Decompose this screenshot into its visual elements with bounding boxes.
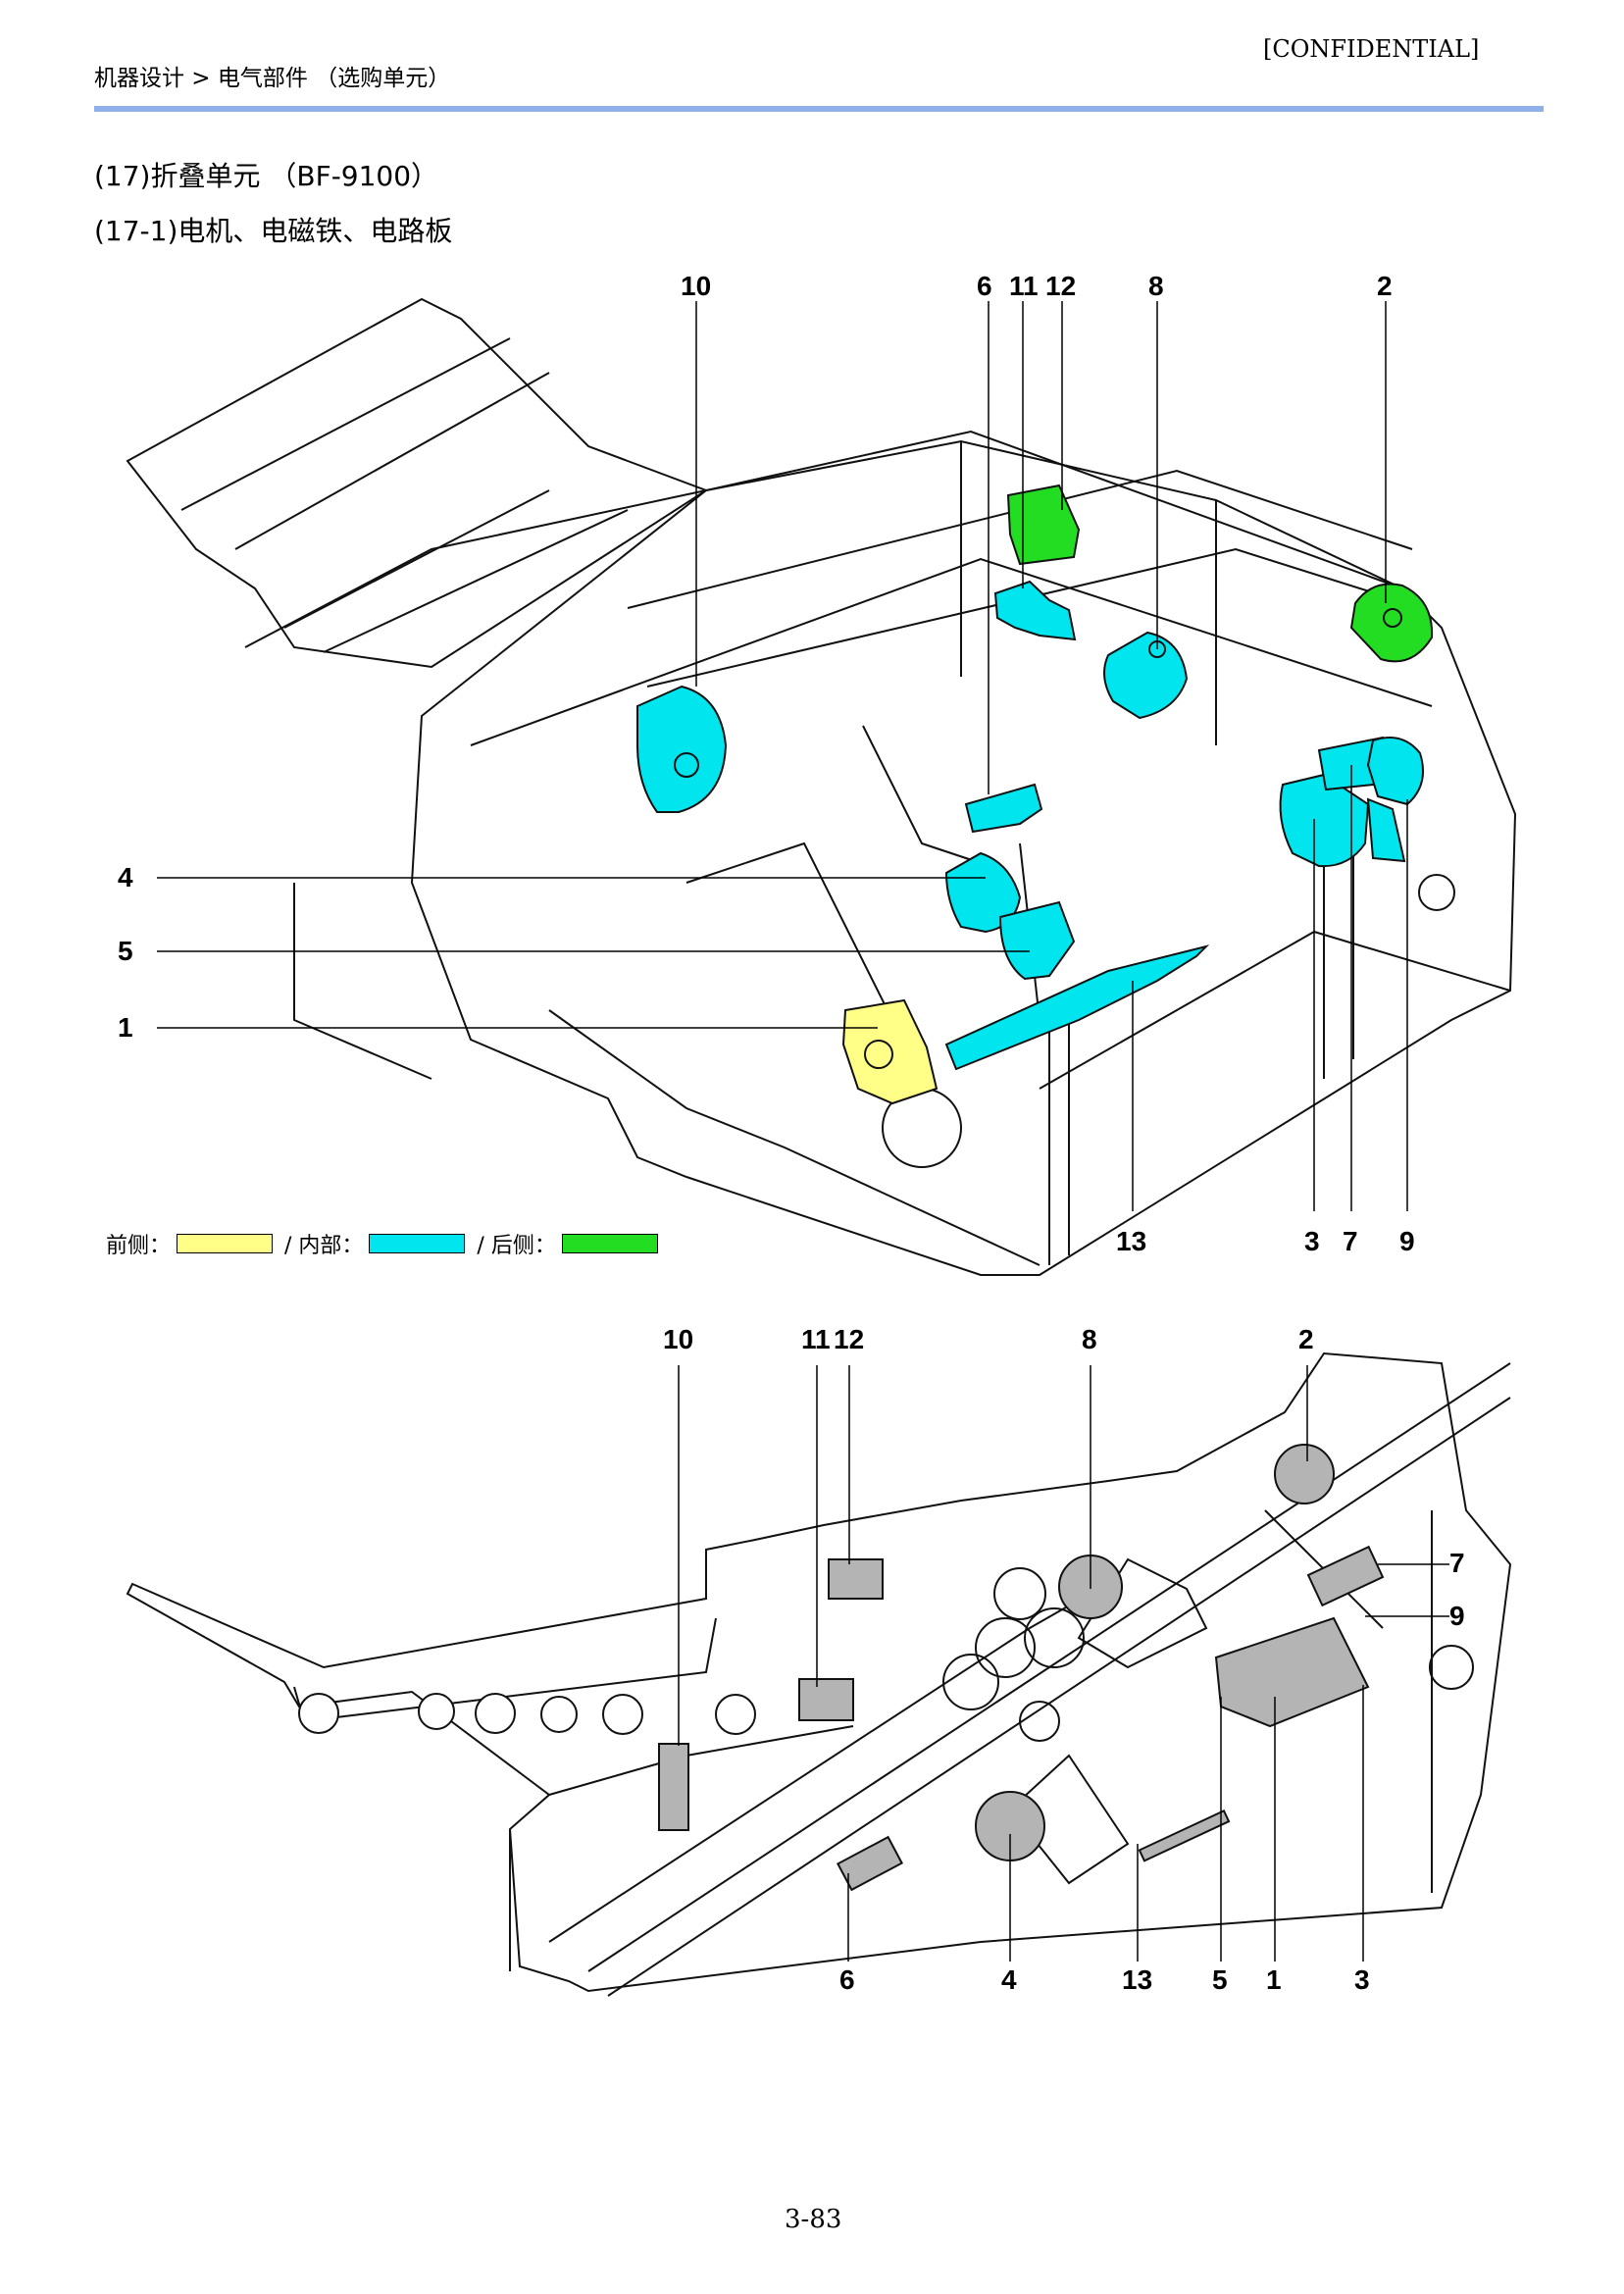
callout-bottom-1: 1 — [1266, 1964, 1282, 1995]
part-5-inner-motor — [998, 900, 1076, 981]
part-2-side — [1274, 1444, 1335, 1504]
part-12-rear-solenoid — [1006, 484, 1081, 566]
legend-rear-label: / 后侧： — [477, 1234, 556, 1258]
callout-top-13: 13 — [1116, 1226, 1147, 1256]
callout-bottom-3: 3 — [1354, 1964, 1370, 1995]
legend-rear-swatch — [561, 1234, 658, 1253]
part-7-side — [1306, 1545, 1385, 1607]
tray-rollers — [298, 1693, 756, 1735]
callout-top-5: 5 — [118, 936, 133, 966]
part-8-inner-motor — [1103, 631, 1189, 720]
legend-inner-label: / 内部： — [284, 1234, 364, 1258]
part-13-side — [1138, 1809, 1231, 1862]
color-legend: 前侧： / 内部： / 后侧： — [106, 1228, 670, 1259]
part-6-inner-solenoid — [964, 783, 1043, 834]
page-number: 3-83 — [785, 2205, 842, 2234]
callout-bottom-13: 13 — [1122, 1964, 1153, 1995]
part-11-side — [798, 1678, 854, 1721]
part-13-inner-board — [944, 944, 1210, 1071]
section-title: (17)折叠单元 （BF-9100） — [94, 160, 439, 192]
header-divider — [94, 106, 1544, 112]
breadcrumb: 机器设计 > 电气部件 （选购单元） — [94, 66, 451, 91]
callout-bottom-6: 6 — [839, 1964, 855, 1995]
callout-bottom-10: 10 — [663, 1324, 694, 1354]
callout-top-10: 10 — [681, 271, 712, 301]
part-10-shaft — [674, 752, 699, 778]
top-leader-lines — [157, 301, 1408, 1211]
callout-top-11: 11 — [1009, 271, 1039, 301]
part-10-inner-motor — [636, 685, 728, 813]
part-1-side — [1214, 1616, 1370, 1728]
callout-bottom-4: 4 — [1001, 1964, 1017, 1995]
callout-bottom-12: 12 — [834, 1324, 865, 1354]
callout-bottom-9: 9 — [1449, 1601, 1465, 1631]
part-9-inner-motor — [1366, 737, 1424, 806]
legend-front-label: 前侧： — [106, 1234, 172, 1258]
part-1-front-motor — [841, 998, 939, 1105]
callout-bottom-8: 8 — [1082, 1324, 1097, 1354]
unit-outline-top — [126, 297, 1517, 1276]
part-12-side — [828, 1558, 884, 1600]
callout-top-12: 12 — [1045, 271, 1077, 301]
part-2-shaft — [1383, 608, 1402, 628]
confidential-mark: [CONFIDENTIAL] — [1263, 35, 1480, 63]
part-3-inner-motor — [1279, 773, 1370, 868]
legend-inner-swatch — [369, 1234, 466, 1253]
part-1-gear — [864, 1040, 893, 1069]
part-10-side — [658, 1743, 689, 1831]
part-11-inner-solenoid — [993, 580, 1077, 641]
callout-top-3: 3 — [1304, 1226, 1320, 1256]
callout-bottom-11: 11 — [801, 1324, 831, 1354]
callout-top-7: 7 — [1343, 1226, 1358, 1256]
callout-top-9: 9 — [1399, 1226, 1415, 1256]
callout-top-6: 6 — [977, 271, 992, 301]
legend-front-swatch — [177, 1234, 274, 1253]
part-inner-plate — [1366, 797, 1406, 863]
part-2-rear-motor — [1349, 583, 1434, 663]
callout-top-4: 4 — [118, 862, 133, 892]
bottom-leader-lines — [678, 1365, 1449, 1962]
subsection-title: (17-1)电机、电磁铁、电路板 — [94, 215, 453, 247]
callout-top-8: 8 — [1148, 271, 1164, 301]
callout-bottom-2: 2 — [1298, 1324, 1314, 1354]
callout-bottom-7: 7 — [1449, 1548, 1465, 1578]
callout-top-2: 2 — [1377, 271, 1393, 301]
callout-top-1: 1 — [118, 1012, 133, 1043]
part-6-side — [837, 1835, 903, 1892]
callout-bottom-5: 5 — [1212, 1964, 1228, 1995]
